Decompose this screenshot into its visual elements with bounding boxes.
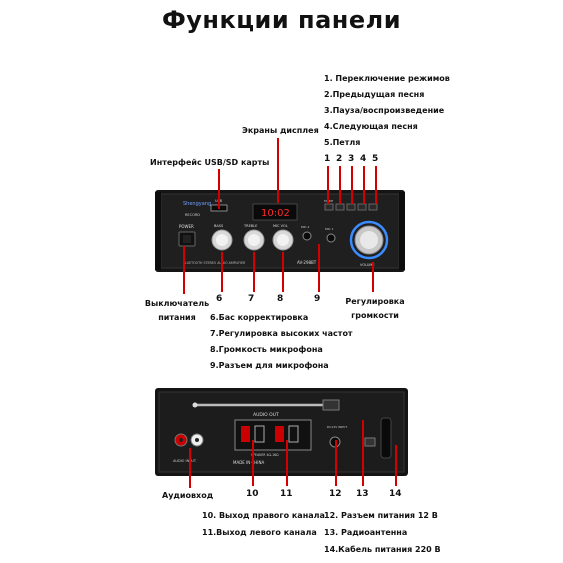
knob-functions-list: 6.Бас корректировка 7.Регулировка высоки… (210, 313, 353, 370)
label-display: Экраны дисплея (242, 126, 319, 135)
svg-text:TREBLE: TREBLE (243, 224, 257, 228)
back-panel-illustration: AUDIO INPUT AUDIO OUT SPEAKER 4Ω-16Ω MAD… (155, 388, 408, 476)
svg-text:MIC 1: MIC 1 (325, 227, 334, 231)
page-title: Функции панели (161, 6, 402, 34)
list-item: 10. Выход правого канала (202, 511, 325, 520)
number-13: 13 (356, 489, 369, 499)
number-8: 8 (277, 294, 284, 304)
brand-logo: Shengyang (183, 201, 211, 207)
svg-text:AV-298BT: AV-298BT (297, 260, 317, 265)
number-6: 6 (216, 294, 223, 304)
front-panel-illustration: Shengyang RECORD USB POWER 10:02 MODE BA… (155, 190, 405, 272)
number-5: 5 (372, 154, 379, 164)
svg-text:SPEAKER 4Ω-16Ω: SPEAKER 4Ω-16Ω (251, 453, 279, 457)
number-2: 2 (336, 154, 343, 164)
list-item: 9.Разъем для микрофона (210, 361, 329, 370)
number-9: 9 (314, 294, 321, 304)
list-item: 5.Петля (324, 138, 361, 147)
svg-text:POWER: POWER (179, 224, 194, 229)
svg-text:MADE IN CHINA: MADE IN CHINA (233, 460, 264, 465)
label-volume: Регулировка громкости (345, 297, 405, 320)
number-3: 3 (348, 154, 355, 164)
label-audio-in: Аудиовход (162, 491, 214, 500)
led-display: 10:02 (261, 208, 290, 219)
number-1: 1 (324, 154, 331, 164)
list-item: 4.Следующая песня (324, 122, 418, 131)
svg-text:DC12V INPUT: DC12V INPUT (327, 425, 347, 429)
number-7: 7 (248, 294, 255, 304)
list-item: 2.Предыдущая песня (324, 90, 425, 99)
svg-text:RECORD: RECORD (185, 213, 200, 217)
back-list-left: 10. Выход правого канала 11.Выход левого… (202, 511, 325, 537)
list-item: 7.Регулировка высоких частот (210, 329, 353, 338)
svg-text:VOLUME: VOLUME (360, 263, 375, 267)
list-item: 1. Переключение режимов (324, 74, 450, 83)
list-item: 3.Пауза/воспроизведение (324, 106, 445, 115)
list-item: 14.Кабель питания 220 В (324, 545, 441, 554)
list-item: 12. Разъем питания 12 В (324, 511, 438, 520)
svg-text:MIC VOL: MIC VOL (273, 224, 288, 228)
label-usb: Интерфейс USB/SD карты (150, 158, 270, 167)
back-list-right: 12. Разъем питания 12 В 13. Радиоантенна… (324, 511, 441, 554)
svg-text:BASS: BASS (214, 224, 224, 228)
svg-text:MIC 2: MIC 2 (301, 225, 310, 229)
mode-buttons-list: 1. Переключение режимов 2.Предыдущая пес… (324, 74, 450, 147)
number-11: 11 (280, 489, 293, 499)
list-item: 11.Выход левого канала (202, 528, 317, 537)
svg-text:AUDIO OUT: AUDIO OUT (253, 412, 279, 418)
list-item: 13. Радиоантенна (324, 528, 408, 537)
number-4: 4 (360, 154, 367, 164)
label-power: Выключатель питания (144, 299, 210, 322)
number-14: 14 (389, 489, 402, 499)
svg-text:BLUETOOTH STEREO AUDIO AMPLIFI: BLUETOOTH STEREO AUDIO AMPLIFIER (183, 261, 246, 265)
list-item: 6.Бас корректировка (210, 313, 309, 322)
list-item: 8.Громкость микрофона (210, 345, 323, 354)
number-10: 10 (246, 489, 259, 499)
number-12: 12 (329, 489, 342, 499)
svg-text:AUDIO INPUT: AUDIO INPUT (173, 459, 197, 463)
